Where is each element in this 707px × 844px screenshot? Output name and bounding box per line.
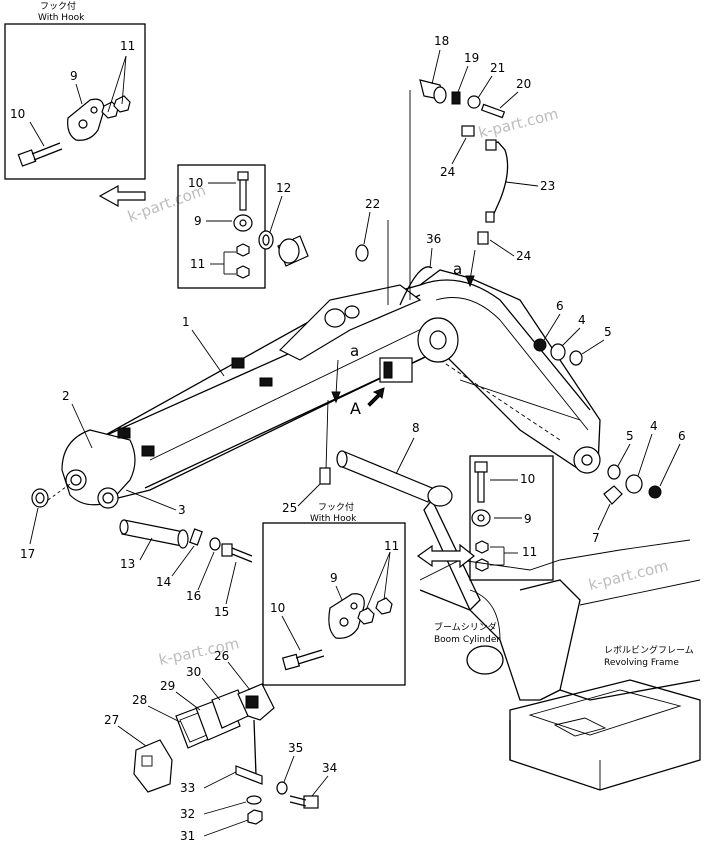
part-label: 35 [288,741,303,755]
part-label: 11 [190,257,205,271]
inset-title-jp: フック付 [40,1,76,12]
part-label: 21 [490,61,505,75]
part-label: 9 [524,512,532,526]
view-a-label: A [350,399,361,418]
part-label: 23 [540,179,555,193]
part-label: 11 [522,545,537,559]
part-label: 22 [365,197,380,211]
part-label: 19 [464,51,479,65]
inset-title-jp: フック付 [318,502,354,513]
part-label: 27 [104,713,119,727]
part-label: 36 [426,232,441,246]
part-label: 3 [178,503,186,517]
part-label: 1 [182,315,190,329]
bushing-part [550,343,566,361]
inset-title-en: With Hook [38,13,85,23]
washer-part [607,464,621,480]
pin-set: 13 14 16 15 [119,519,253,619]
part-label: 30 [186,665,201,679]
hook-bracket-part [67,98,105,141]
part-label: 10 [270,601,285,615]
part-label: 11 [384,539,399,553]
bushing-part [625,474,643,494]
pointer-arrow [416,543,475,569]
work-lamp-assembly: 27 28 29 30 26 33 32 31 35 34 [104,649,337,843]
part-label: 9 [70,69,78,83]
part-label: 33 [180,781,195,795]
part-label: 20 [516,77,531,91]
part-label: 31 [180,829,195,843]
boom-assembly [61,269,601,509]
clamp-part [603,485,623,505]
part-label: 7 [592,531,600,545]
part-label: 18 [434,34,449,48]
boom-pin-part [339,451,433,503]
inset-bolt-set: 10 9 11 [177,164,266,289]
part-label: 2 [62,389,70,403]
part-label: 4 [578,313,586,327]
part-label: 12 [276,181,291,195]
part-label: 15 [214,605,229,619]
boom-cylinder-label-en: Boom Cylinder [434,635,500,645]
boom-cylinder-and-frame [419,485,701,791]
part-label: 10 [10,107,25,121]
part-label: 9 [330,571,338,585]
inset-bolt-set-right: 10 9 11 [469,455,554,581]
part-label: 10 [188,176,203,190]
part-label: 8 [412,421,420,435]
revolving-frame-label-en: Revolving Frame [604,658,679,668]
part-label: 6 [556,299,564,313]
part-label: 17 [20,547,35,561]
watermark: k-part.com [587,557,671,594]
ref-a-mid: a [350,342,359,360]
part-label: 29 [160,679,175,693]
part-label: 5 [626,429,634,443]
washer-part [355,244,369,262]
part-label: 4 [650,419,658,433]
part-label: 14 [156,575,171,589]
revolving-frame-label-jp: レボルビングフレーム [604,644,694,656]
pointer-arrow [98,184,146,208]
part-label: 16 [186,589,201,603]
nut-part [648,485,662,499]
part-label: 9 [194,214,202,228]
fitting-part [319,467,331,485]
part-label: 34 [322,761,337,775]
boom-cylinder-label-jp: ブームシリンダ [434,621,497,633]
inset-with-hook-bottom: フック付 With Hook 10 9 11 [262,502,406,686]
grease-fittings: 18 19 21 20 24 23 24 [419,34,555,263]
bolt-part [17,142,63,167]
ref-a-top: a [453,260,462,278]
part-label: 5 [604,325,612,339]
part-label: 10 [520,472,535,486]
part-label: 28 [132,693,147,707]
part-label: 25 [282,501,297,515]
part-label: 11 [120,39,135,53]
part-label: 32 [180,807,195,821]
part-label: 24 [516,249,531,263]
part-label: 24 [440,165,455,179]
part-label: 26 [214,649,229,663]
inset-with-hook-top: フック付 With Hook 10 9 11 [4,1,146,180]
washer-part [569,350,583,366]
inset-title-en: With Hook [310,514,357,524]
nut-part [533,338,547,352]
part-label: 13 [120,557,135,571]
part-label: 6 [678,429,686,443]
